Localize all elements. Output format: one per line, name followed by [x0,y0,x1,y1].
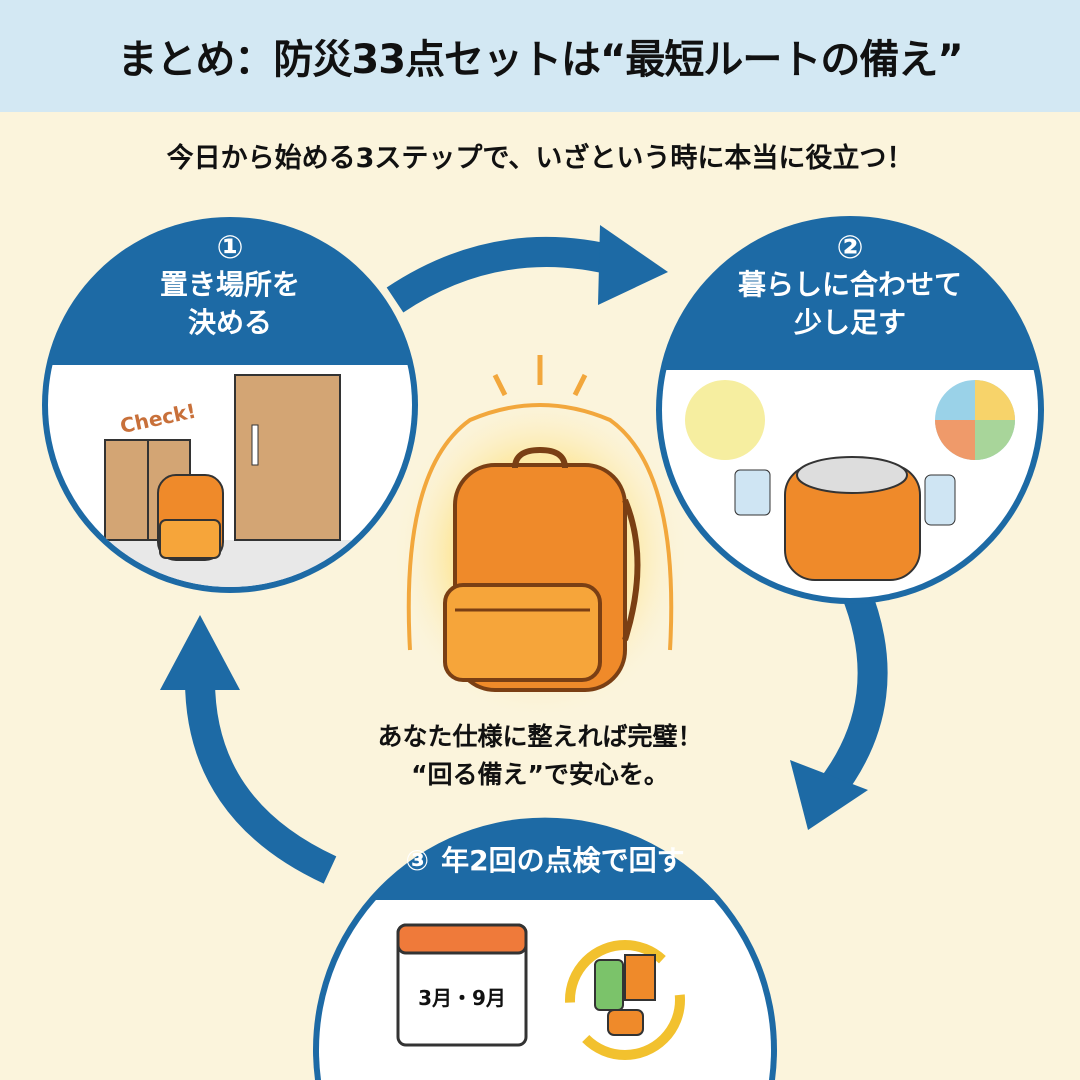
step-2-title-line1: 暮らしに合わせて [737,268,962,301]
center-message: あなた仕様に整えれば完璧！ “回る備え”で安心を。 [300,718,780,794]
arrow-3-to-1 [160,615,337,884]
step-3-number: ③ [405,844,430,877]
step-3-label: ③ 年2回の点検で回す [340,842,750,880]
family-icon [685,380,765,460]
step-1-title-line1: 置き場所を [159,268,300,301]
arrow-2-to-3 [790,584,888,830]
step-2-number: ② [836,228,864,266]
step-1-label: ① 置き場所を 決める [90,228,370,342]
step-2-label: ② 暮らしに合わせて 少し足す [700,228,1000,342]
arrow-1-to-2 [386,225,668,313]
header-banner: まとめ：防災33点セットは“最短ルートの備え” [0,0,1080,112]
step-3-title: 年2回の点検で回す [441,844,685,877]
backpack-illustration [390,355,690,720]
page-title: まとめ：防災33点セットは“最短ルートの備え” [117,37,963,83]
subtitle: 今日から始める3ステップで、いざという時に本当に役立つ！ [166,143,914,174]
rotation-stock-icon [565,940,685,1060]
calendar-months: 3月・9月 [418,986,506,1010]
step-1-title-line2: 決める [187,306,272,339]
step-3-circle: 3月・9月 [313,817,777,1080]
step-2-title-line2: 少し足す [793,306,906,339]
center-message-line2: “回る備え”で安心を。 [411,760,669,789]
calendar-icon: 3月・9月 [396,923,528,1047]
step-1-number: ① [216,228,244,266]
center-message-line1: あなた仕様に整えれば完璧！ [377,722,703,751]
